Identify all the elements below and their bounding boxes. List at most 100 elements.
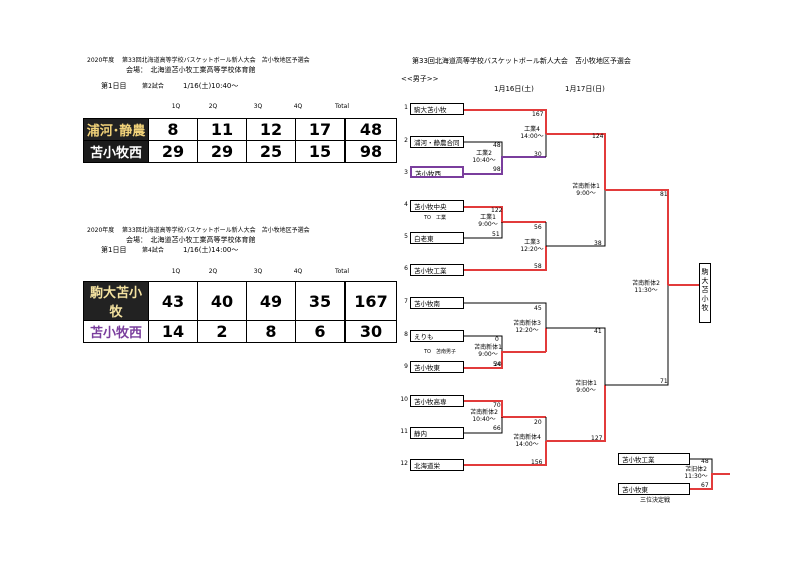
bracket-line — [464, 351, 546, 369]
third-place-team-b: 苫小牧東 — [618, 483, 690, 495]
game1-q3-header: 3Q — [253, 103, 263, 110]
bracket-line — [546, 327, 606, 385]
bracket-line — [464, 141, 503, 157]
game1-team-b: 苫小牧西 — [83, 140, 149, 163]
score-cell: 8 — [246, 320, 296, 343]
seed-number: 4 — [404, 201, 408, 208]
score-label: 54 — [493, 361, 501, 368]
team-box: えりも — [410, 330, 464, 342]
bracket-division: <<男子>> — [401, 75, 439, 83]
bracket-date2: 1月17日(日) — [565, 85, 605, 93]
game-venue: 苫旧体2 — [685, 466, 707, 473]
score-label: 81 — [660, 191, 668, 198]
third-place-label: 三位決定戦 — [640, 497, 671, 504]
game1-event: 第33回北海道高等学校バスケットボール新人大会 苫小牧地区予選会 — [122, 57, 310, 64]
game-venue: 苫南新体1 — [572, 183, 600, 190]
bracket-line — [464, 246, 547, 271]
seed-number: 6 — [404, 265, 408, 272]
score-label: 48 — [701, 458, 709, 465]
game2-total-header: Total — [334, 268, 349, 275]
score-label: 70 — [493, 402, 501, 409]
score-label: 48 — [493, 142, 501, 149]
game1-time: 1/16(土)10:40～ — [183, 82, 239, 90]
team-box: 苫小牧中央 — [410, 200, 464, 212]
game2-day: 第1日目 — [101, 246, 127, 254]
bracket-line — [464, 335, 503, 352]
seed-number: 10 — [400, 396, 408, 403]
table-row: 苫小牧西 29 29 25 15 98 — [83, 140, 397, 163]
game2-venue: 会場： 北海道苫小牧工業高等学校体育館 — [126, 236, 256, 244]
game1-total-header: Total — [334, 103, 349, 110]
game-venue: 苫南新体4 — [513, 434, 541, 441]
table-row: 苫小牧西 14 2 8 6 30 — [83, 320, 397, 343]
score-label: 122 — [491, 207, 503, 214]
game-time: 12:20～ — [515, 327, 539, 334]
game2-team-b: 苫小牧西 — [83, 320, 149, 343]
team-box: 苫小牧東 — [410, 361, 464, 373]
bracket-line — [464, 417, 503, 434]
game1-q4-header: 4Q — [293, 103, 303, 110]
bracket-line — [464, 400, 546, 418]
score-cell: 12 — [246, 118, 296, 141]
game2-time: 1/16(土)14:00～ — [183, 246, 239, 254]
game-venue: 苫南新体2 — [470, 409, 498, 416]
score-label: 58 — [534, 263, 542, 270]
winner-char: 牧 — [701, 304, 709, 312]
score-cell: 6 — [295, 320, 346, 343]
score-label: 67 — [701, 482, 709, 489]
score-label: 38 — [594, 240, 602, 247]
game-venue: 工業4 — [524, 126, 540, 133]
seed-number: 12 — [400, 460, 408, 467]
game1-score-table: 浦河･静農 8 11 12 17 48 苫小牧西 29 29 25 15 98 — [83, 118, 397, 163]
game2-q1-header: 1Q — [171, 268, 181, 275]
winner-char: 駒 — [701, 268, 709, 276]
score-label: 0 — [495, 336, 499, 343]
game-note: TO 苫南男子 — [424, 349, 456, 355]
bracket-line — [690, 458, 713, 474]
team-box: 静内 — [410, 427, 464, 439]
total-cell: 98 — [344, 140, 397, 163]
game-venue: 苫南新体2 — [632, 280, 660, 287]
score-label: 20 — [494, 361, 502, 368]
score-label: 51 — [492, 231, 500, 238]
game-venue: 苫南新体3 — [513, 320, 541, 327]
score-label: 98 — [493, 166, 501, 173]
bracket-line — [464, 441, 547, 466]
team-box: 苫小牧高専 — [410, 395, 464, 407]
total-cell: 167 — [344, 281, 397, 321]
score-label: 56 — [534, 224, 542, 231]
table-row: 浦河･静農 8 11 12 17 48 — [83, 118, 397, 141]
score-cell: 17 — [295, 118, 346, 141]
bracket-line — [464, 206, 546, 223]
game-time: 9:00～ — [478, 351, 498, 358]
bracket-date1: 1月16日(土) — [494, 85, 534, 93]
game-time: 10:40～ — [472, 416, 496, 423]
bracket-line — [464, 222, 503, 239]
team-box: 苫小牧工業 — [410, 264, 464, 276]
game-time: 14:00～ — [515, 441, 539, 448]
game-time: 9:00～ — [576, 387, 596, 394]
score-label: 124 — [592, 133, 604, 140]
game2-q2-header: 2Q — [208, 268, 218, 275]
winner-char: 小 — [701, 295, 709, 303]
game-time: 11:30～ — [684, 473, 708, 480]
game2-match: 第4試合 — [142, 247, 164, 254]
score-label: 41 — [594, 328, 602, 335]
game-time: 9:00～ — [478, 221, 498, 228]
score-cell: 25 — [246, 140, 296, 163]
seed-number: 5 — [404, 233, 408, 240]
score-label: 156 — [531, 459, 543, 466]
game2-year: 2020年度 — [87, 227, 115, 234]
total-cell: 48 — [344, 118, 397, 141]
game1-q1-header: 1Q — [171, 103, 181, 110]
game-time: 9:00～ — [576, 190, 596, 197]
game2-q4-header: 4Q — [293, 268, 303, 275]
bracket-line — [546, 133, 606, 190]
game1-venue: 会場： 北海道苫小牧工業高等学校体育館 — [126, 66, 256, 74]
bracket-line — [464, 109, 547, 134]
game-venue: 苫旧体1 — [575, 380, 597, 387]
game-time: 14:00～ — [520, 133, 544, 140]
third-place-team-a: 苫小牧工業 — [618, 453, 690, 465]
